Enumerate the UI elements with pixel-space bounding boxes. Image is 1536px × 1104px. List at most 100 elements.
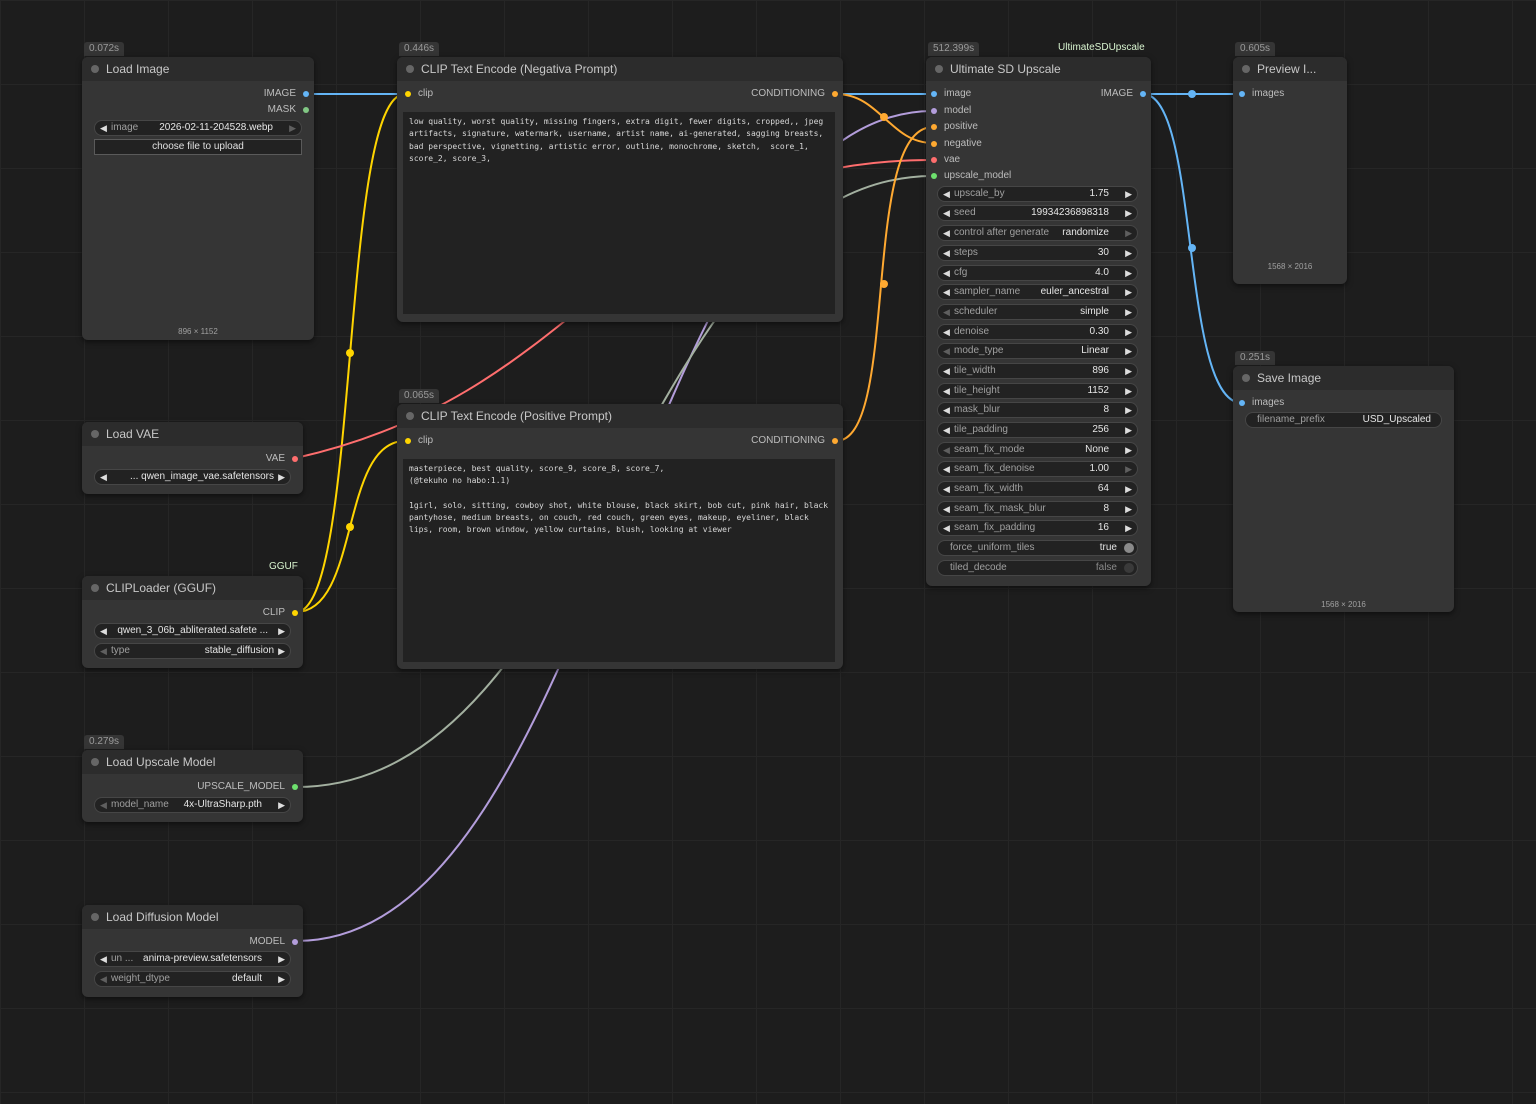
input-images[interactable]: images bbox=[1237, 396, 1284, 410]
arrow-left-icon[interactable]: ◀ bbox=[943, 287, 950, 297]
arrow-left-icon[interactable]: ◀ bbox=[943, 523, 950, 533]
arrow-left-icon[interactable]: ◀ bbox=[943, 504, 950, 514]
input-clip[interactable]: clip bbox=[403, 87, 433, 101]
arrow-right-icon[interactable]: ▶ bbox=[1125, 366, 1132, 376]
slot-dot-icon[interactable] bbox=[931, 124, 937, 130]
slot-dot-icon[interactable] bbox=[832, 91, 838, 97]
slot-dot-icon[interactable] bbox=[931, 173, 937, 179]
arrow-right-icon[interactable]: ▶ bbox=[1125, 248, 1132, 258]
collapse-dot-icon[interactable] bbox=[1242, 374, 1250, 382]
load-vae-node[interactable]: Load VAE VAE ◀ ... qwen_image_vae.safete… bbox=[82, 422, 303, 494]
slot-dot-icon[interactable] bbox=[292, 784, 298, 790]
slot-dot-icon[interactable] bbox=[292, 610, 298, 616]
arrow-left-icon[interactable]: ◀ bbox=[943, 366, 950, 376]
arrow-right-icon[interactable]: ▶ bbox=[278, 954, 285, 964]
output-image[interactable]: IMAGE bbox=[1101, 87, 1148, 101]
arrow-left-icon[interactable]: ◀ bbox=[943, 268, 950, 278]
arrow-left-icon[interactable]: ◀ bbox=[943, 208, 950, 218]
input-clip[interactable]: clip bbox=[403, 434, 433, 448]
arrow-right-icon[interactable]: ▶ bbox=[1125, 307, 1132, 317]
vae-select-widget[interactable]: ◀ ... qwen_image_vae.safetensors ▶ bbox=[94, 469, 291, 485]
arrow-left-icon[interactable]: ◀ bbox=[943, 346, 950, 356]
clip-neg-title[interactable]: CLIP Text Encode (Negativa Prompt) bbox=[397, 57, 843, 81]
clip-pos-node[interactable]: CLIP Text Encode (Positive Prompt) clip … bbox=[397, 404, 843, 669]
arrow-left-icon[interactable]: ◀ bbox=[943, 228, 950, 238]
arrow-right-icon[interactable]: ▶ bbox=[1125, 208, 1132, 218]
ultimate-sd-upscale-node[interactable]: Ultimate SD Upscale IMAGE image model po… bbox=[926, 57, 1151, 586]
collapse-dot-icon[interactable] bbox=[91, 913, 99, 921]
slot-dot-icon[interactable] bbox=[931, 157, 937, 163]
output-vae[interactable]: VAE bbox=[266, 452, 300, 466]
slot-dot-icon[interactable] bbox=[405, 438, 411, 444]
arrow-left-icon[interactable]: ◀ bbox=[100, 123, 107, 133]
input-image[interactable]: image bbox=[929, 87, 971, 101]
slot-dot-icon[interactable] bbox=[1140, 91, 1146, 97]
toggle-on-icon[interactable] bbox=[1124, 543, 1134, 553]
save-title[interactable]: Save Image bbox=[1233, 366, 1454, 390]
arrow-left-icon[interactable]: ◀ bbox=[943, 248, 950, 258]
arrow-left-icon[interactable]: ◀ bbox=[943, 386, 950, 396]
collapse-dot-icon[interactable] bbox=[91, 758, 99, 766]
collapse-dot-icon[interactable] bbox=[91, 430, 99, 438]
arrow-left-icon[interactable]: ◀ bbox=[943, 425, 950, 435]
output-image[interactable]: IMAGE bbox=[264, 87, 311, 101]
arrow-right-icon[interactable]: ▶ bbox=[278, 626, 285, 636]
input-upscale-model[interactable]: upscale_model bbox=[929, 169, 1011, 183]
load-upscale-title[interactable]: Load Upscale Model bbox=[82, 750, 303, 774]
arrow-left-icon[interactable]: ◀ bbox=[943, 445, 950, 455]
preview-image-node[interactable]: Preview I... images 1568 × 2016 bbox=[1233, 57, 1347, 284]
arrow-right-icon[interactable]: ▶ bbox=[278, 646, 285, 656]
upscale-model-widget[interactable]: ◀ model_name 4x-UltraSharp.pth ▶ bbox=[94, 797, 291, 813]
arrow-left-icon[interactable]: ◀ bbox=[100, 800, 107, 810]
output-conditioning[interactable]: CONDITIONING bbox=[751, 434, 840, 448]
arrow-left-icon[interactable]: ◀ bbox=[943, 307, 950, 317]
clip-type-widget[interactable]: ◀ type stable_diffusion ▶ bbox=[94, 643, 291, 659]
load-vae-title[interactable]: Load VAE bbox=[82, 422, 303, 446]
slot-dot-icon[interactable] bbox=[303, 91, 309, 97]
arrow-left-icon[interactable]: ◀ bbox=[100, 626, 107, 636]
slot-dot-icon[interactable] bbox=[931, 108, 937, 114]
arrow-right-icon[interactable]: ▶ bbox=[1125, 386, 1132, 396]
collapse-dot-icon[interactable] bbox=[91, 584, 99, 592]
clip-loader-node[interactable]: CLIPLoader (GGUF) CLIP ◀ qwen_3_06b_abli… bbox=[82, 576, 303, 668]
arrow-right-icon[interactable]: ▶ bbox=[1125, 189, 1132, 199]
arrow-right-icon[interactable]: ▶ bbox=[1125, 425, 1132, 435]
weight-dtype-widget[interactable]: ◀ weight_dtype default ▶ bbox=[94, 971, 291, 987]
output-mask[interactable]: MASK bbox=[268, 103, 311, 117]
arrow-left-icon[interactable]: ◀ bbox=[943, 484, 950, 494]
load-upscale-node[interactable]: Load Upscale Model UPSCALE_MODEL ◀ model… bbox=[82, 750, 303, 822]
arrow-right-icon[interactable]: ▶ bbox=[1125, 405, 1132, 415]
input-negative[interactable]: negative bbox=[929, 137, 982, 151]
collapse-dot-icon[interactable] bbox=[1242, 65, 1250, 73]
clip-pos-title[interactable]: CLIP Text Encode (Positive Prompt) bbox=[397, 404, 843, 428]
clip-loader-title[interactable]: CLIPLoader (GGUF) bbox=[82, 576, 303, 600]
negative-prompt-textarea[interactable]: low quality, worst quality, missing fing… bbox=[403, 112, 835, 314]
arrow-right-icon[interactable]: ▶ bbox=[278, 472, 285, 482]
collapse-dot-icon[interactable] bbox=[935, 65, 943, 73]
arrow-left-icon[interactable]: ◀ bbox=[943, 405, 950, 415]
slot-dot-icon[interactable] bbox=[405, 91, 411, 97]
arrow-right-icon[interactable]: ▶ bbox=[1125, 504, 1132, 514]
input-images[interactable]: images bbox=[1237, 87, 1284, 101]
positive-prompt-textarea[interactable]: masterpiece, best quality, score_9, scor… bbox=[403, 459, 835, 662]
clip-name-widget[interactable]: ◀ qwen_3_06b_abliterated.safete ... ▶ bbox=[94, 623, 291, 639]
arrow-right-icon[interactable]: ▶ bbox=[1125, 287, 1132, 297]
preview-title[interactable]: Preview I... bbox=[1233, 57, 1347, 81]
arrow-left-icon[interactable]: ◀ bbox=[943, 189, 950, 199]
upload-button[interactable]: choose file to upload bbox=[94, 139, 302, 155]
arrow-right-icon[interactable]: ▶ bbox=[1125, 327, 1132, 337]
slot-dot-icon[interactable] bbox=[1239, 91, 1245, 97]
